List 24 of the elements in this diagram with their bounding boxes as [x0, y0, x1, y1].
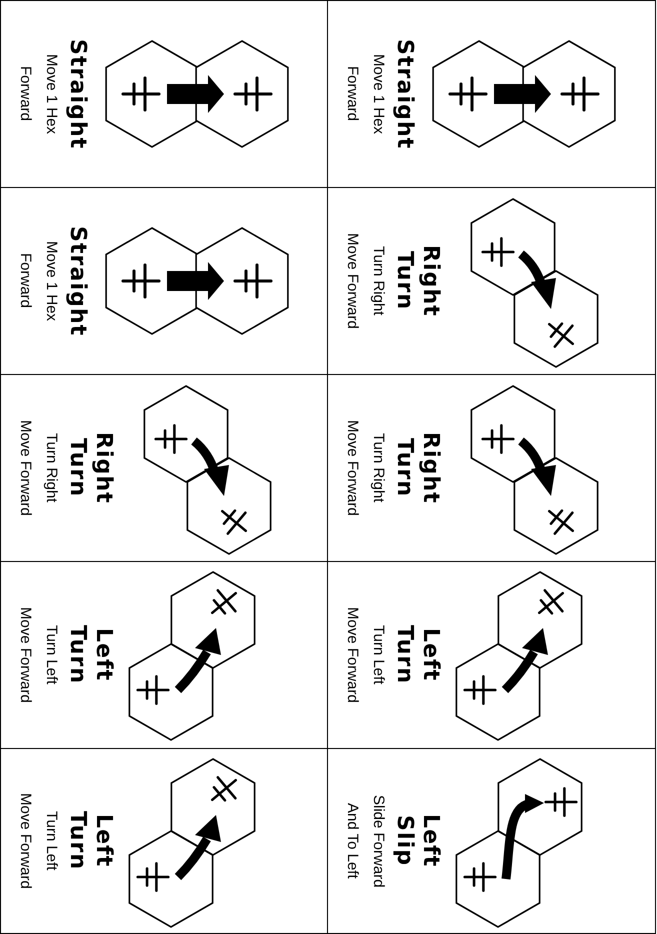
- card-title: Straight: [64, 226, 90, 336]
- card-title: Straight: [391, 38, 417, 150]
- card-title: Left Slip: [391, 814, 443, 868]
- card-title: Right Turn: [391, 245, 443, 317]
- card-description: Turn Right Move Forward: [343, 419, 388, 518]
- maneuver-card: [327, 748, 656, 934]
- card-description: Turn Left Move Forward: [343, 606, 388, 704]
- card-description: Turn Left Move Forward: [16, 792, 61, 890]
- maneuver-card: [0, 748, 328, 934]
- card-description: Move 1 Hex Forward: [16, 240, 61, 324]
- card-title: Right Turn: [391, 432, 443, 504]
- card-title: Left Turn: [391, 625, 443, 685]
- card-title: Left Turn: [64, 625, 116, 685]
- card-title: Straight: [64, 38, 90, 150]
- card-description: Turn Right Move Forward: [343, 232, 388, 330]
- card-description: Turn Right Move Forward: [16, 419, 61, 518]
- maneuver-card: [327, 0, 656, 188]
- card-title: Right Turn: [64, 432, 116, 504]
- card-title: Left Turn: [64, 811, 116, 871]
- card-description: Move 1 Hex Forward: [343, 52, 388, 136]
- card-description: Move 1 Hex Forward: [16, 52, 61, 136]
- card-description: Turn Left Move Forward: [16, 606, 61, 704]
- card-description: Slide Forward And To Left: [343, 794, 388, 890]
- maneuver-card: [0, 0, 328, 188]
